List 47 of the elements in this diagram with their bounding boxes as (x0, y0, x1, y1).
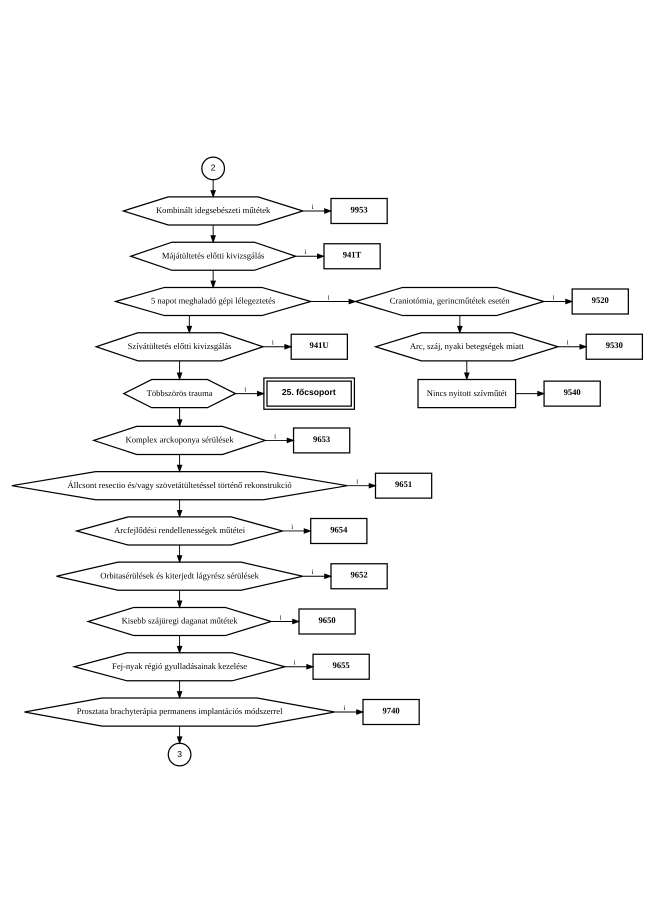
arrow (347, 482, 377, 488)
arrow (210, 269, 216, 288)
arrow (543, 298, 574, 304)
arrow (515, 390, 546, 396)
arrow (176, 634, 182, 654)
arrow (235, 390, 266, 396)
arrow (302, 572, 332, 579)
arrow (557, 343, 588, 350)
node-box: 9652 (330, 562, 388, 589)
node-box: 941T (323, 242, 381, 269)
arrow (176, 544, 182, 563)
arrow (210, 178, 216, 198)
arrow (210, 224, 216, 243)
node-box: 9655 (312, 653, 370, 680)
node-box: 9653 (292, 426, 350, 454)
arrow (176, 360, 182, 380)
arrow (176, 498, 182, 518)
arrow (186, 314, 192, 334)
node-box: 9654 (310, 517, 368, 544)
node-box: 9520 (572, 288, 629, 314)
node-circle: 3 (168, 742, 192, 766)
arrow (176, 680, 182, 699)
arrow (176, 725, 182, 744)
node-box: 25. főcsoport (263, 376, 356, 410)
arrow (295, 252, 326, 259)
arrow (310, 298, 357, 304)
arrow (464, 360, 470, 380)
node-box: 9650 (298, 608, 356, 634)
arrow (262, 343, 293, 350)
arrow (176, 406, 182, 427)
node-box: Nincs nyitott szívműtét (417, 378, 516, 408)
arrow (457, 314, 463, 334)
arrow (284, 663, 314, 670)
arrow (176, 589, 182, 608)
node-box: 941U (290, 333, 348, 360)
arrow (334, 708, 364, 714)
arrow (302, 208, 332, 214)
node-box: 9953 (330, 197, 388, 224)
node-circle: 2 (201, 156, 226, 180)
node-box: 9530 (586, 333, 644, 360)
node-box: 9540 (543, 380, 601, 406)
arrow (282, 528, 312, 534)
arrow (176, 454, 182, 472)
arrow (264, 437, 295, 443)
node-box: 9740 (362, 698, 420, 725)
arrow (270, 618, 300, 624)
node-box: 9651 (374, 472, 432, 498)
